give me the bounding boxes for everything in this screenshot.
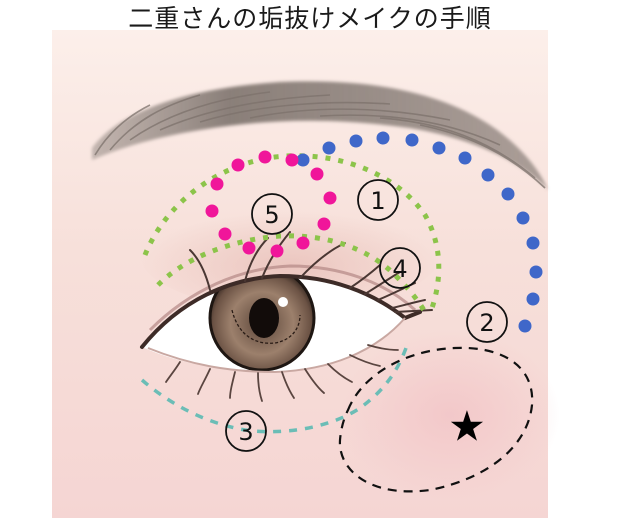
pink-dot: [310, 167, 324, 181]
step-label-number: 2: [479, 309, 494, 337]
eyelid-crease: [148, 264, 417, 332]
step-label-number: 1: [370, 187, 385, 215]
blue-dot: [405, 133, 419, 147]
blue-dot: [526, 292, 540, 306]
pink-dot: [205, 204, 219, 218]
step-label-number: 3: [238, 418, 253, 446]
step-label-5: 5: [251, 193, 293, 235]
blue-dot: [349, 134, 363, 148]
pink-dot: [210, 177, 224, 191]
pink-dot: [231, 158, 245, 172]
step-label-circle: [251, 193, 293, 235]
blue-dot: [501, 187, 515, 201]
blue-dot: [518, 319, 532, 333]
step-label-circle: [379, 247, 421, 289]
eye-highlight: [278, 297, 288, 307]
step-label-circle: [225, 410, 267, 452]
pink-dot: [258, 150, 272, 164]
pink-dot: [323, 191, 337, 205]
step-2-blue-dots: [296, 131, 543, 333]
cheek-blush-shading: [340, 330, 560, 500]
pink-dot: [242, 241, 256, 255]
blue-dot: [376, 131, 390, 145]
eye: [140, 231, 433, 402]
blue-dot: [481, 168, 495, 182]
page-title: 二重さんの垢抜けメイクの手順: [128, 4, 492, 33]
step-label-1: 1: [357, 179, 399, 221]
blue-dot: [529, 265, 543, 279]
cheek-dashed-area: [338, 346, 534, 493]
step-5-pink-dots: [205, 150, 337, 258]
blue-dot: [458, 151, 472, 165]
step-label-circle: [466, 301, 508, 343]
pink-dot: [285, 153, 299, 167]
step-label-number: 5: [264, 201, 279, 229]
step-label-3: 3: [225, 410, 267, 452]
blue-dot: [526, 236, 540, 250]
pink-dot: [270, 244, 284, 258]
pink-dot: [296, 236, 310, 250]
blue-dot: [322, 141, 336, 155]
step-3-teal-dashed-line: [140, 347, 408, 434]
pupil: [249, 298, 279, 338]
blue-dot: [296, 153, 310, 167]
step-number-labels: 1 2 3 4 5: [225, 179, 508, 452]
pink-dot: [218, 227, 232, 241]
step-label-number: 4: [392, 255, 407, 283]
step-label-2: 2: [466, 301, 508, 343]
eyebrow: [92, 81, 548, 190]
eyelid-shading: [140, 200, 440, 310]
pink-dot: [317, 217, 331, 231]
step-label-4: 4: [379, 247, 421, 289]
blue-dot: [432, 141, 446, 155]
blush-star-icon: ★: [448, 402, 486, 451]
blue-dot: [516, 211, 530, 225]
step-label-circle: [357, 179, 399, 221]
